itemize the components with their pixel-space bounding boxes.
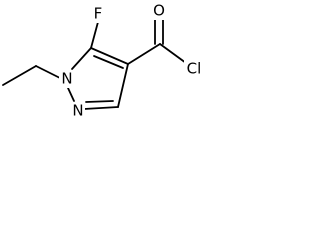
bond-ch3-ch2: [2, 65, 37, 86]
bond-c5-c4: [90, 47, 129, 65]
atom-fluorine: F: [94, 5, 103, 23]
bond-n2-n1: [67, 87, 75, 102]
bond-c4-c3: [117, 63, 129, 108]
bond-ch2-n1: [35, 65, 61, 79]
bond-c5-f: [90, 21, 99, 49]
bond-c5-c4-inner: [93, 55, 124, 69]
atom-chlorine: Cl: [187, 60, 202, 78]
bond-c4-carbonyl: [127, 43, 161, 65]
atom-oxygen: O: [153, 2, 165, 20]
molecule-structure: N N F O Cl: [2, 2, 204, 120]
bond-carbonyl-cl: [159, 43, 187, 64]
bond-c3-n2-inner: [85, 100, 114, 103]
bond-c3-n2: [83, 106, 119, 110]
atom-nitrogen-1: N: [61, 70, 72, 88]
bond-n1-c5: [71, 47, 92, 70]
atom-nitrogen-2: N: [72, 102, 83, 120]
